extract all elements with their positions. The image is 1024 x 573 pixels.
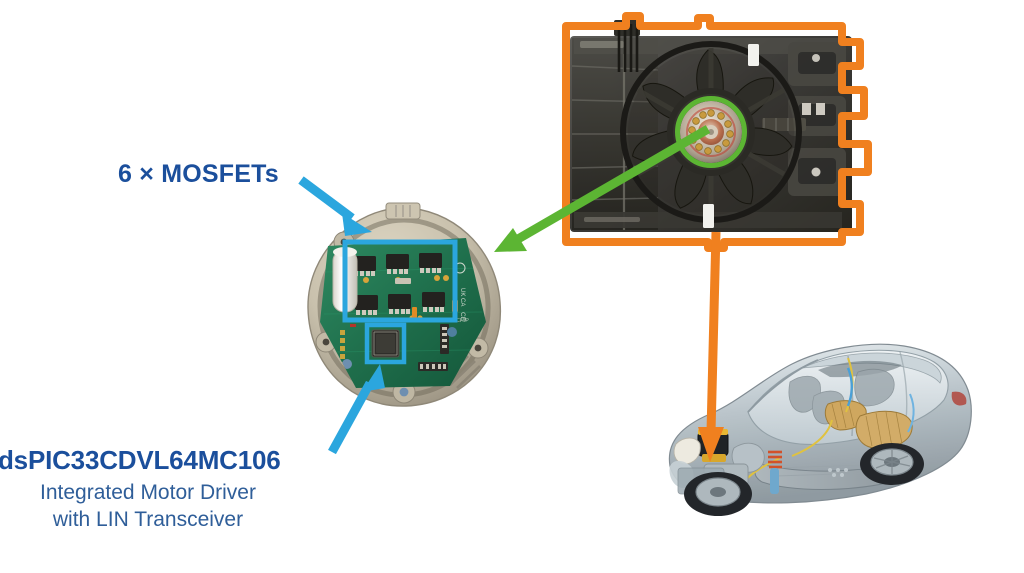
vehicle-cutaway-graphic	[668, 343, 972, 516]
callout-part-description-line1: Integrated Motor Driver	[40, 481, 256, 504]
header-pins	[340, 324, 449, 371]
shroud-clip-top	[748, 44, 759, 66]
callout-mosfets-label: 6 × MOSFETs	[118, 160, 279, 188]
arrow-microcontroller	[328, 364, 385, 455]
mosfet-highlight-box	[342, 239, 458, 323]
integrated-motor-driver-module: UK CA CE MICROCHIP	[300, 202, 515, 417]
callout-part-description-line2: with LIN Transceiver	[52, 507, 244, 531]
arrow-fan-to-module	[494, 125, 711, 252]
callout-part-description: Integrated Motor Driver with LIN Transce…	[0, 480, 296, 534]
microcontroller-highlight-box	[364, 322, 407, 365]
hub-highlight-circle	[675, 96, 747, 168]
motor-driver-module-graphic: UK CA CE MICROCHIP	[307, 202, 502, 407]
microcontroller-chip	[371, 329, 400, 358]
vehicle-body	[668, 343, 972, 516]
silkscreen-ukca: UK CA	[459, 288, 465, 306]
shroud-clip-bottom	[703, 204, 714, 228]
hub-bolt-ring	[688, 109, 734, 155]
silkscreen-ce: CE	[459, 312, 466, 322]
printed-circuit-board: UK CA CE MICROCHIP	[320, 238, 486, 388]
fan-assembly-graphic	[562, 12, 872, 252]
radiator-cooling-fan-assembly	[548, 8, 898, 258]
rear-power-modules	[824, 400, 913, 449]
fan-motor-hub	[675, 96, 747, 168]
electric-vehicle-cutaway	[652, 316, 982, 531]
callout-part-number: dsPIC33CDVL64MC106	[0, 445, 281, 475]
arrow-fan-to-vehicle	[698, 231, 724, 462]
fan-shroud	[570, 20, 852, 232]
suspension-spring	[768, 450, 782, 469]
vehicle-wheels	[684, 443, 924, 516]
arrow-mosfets	[298, 176, 372, 236]
fan-assembly-outline	[562, 12, 872, 252]
mosfet-array	[353, 253, 445, 315]
